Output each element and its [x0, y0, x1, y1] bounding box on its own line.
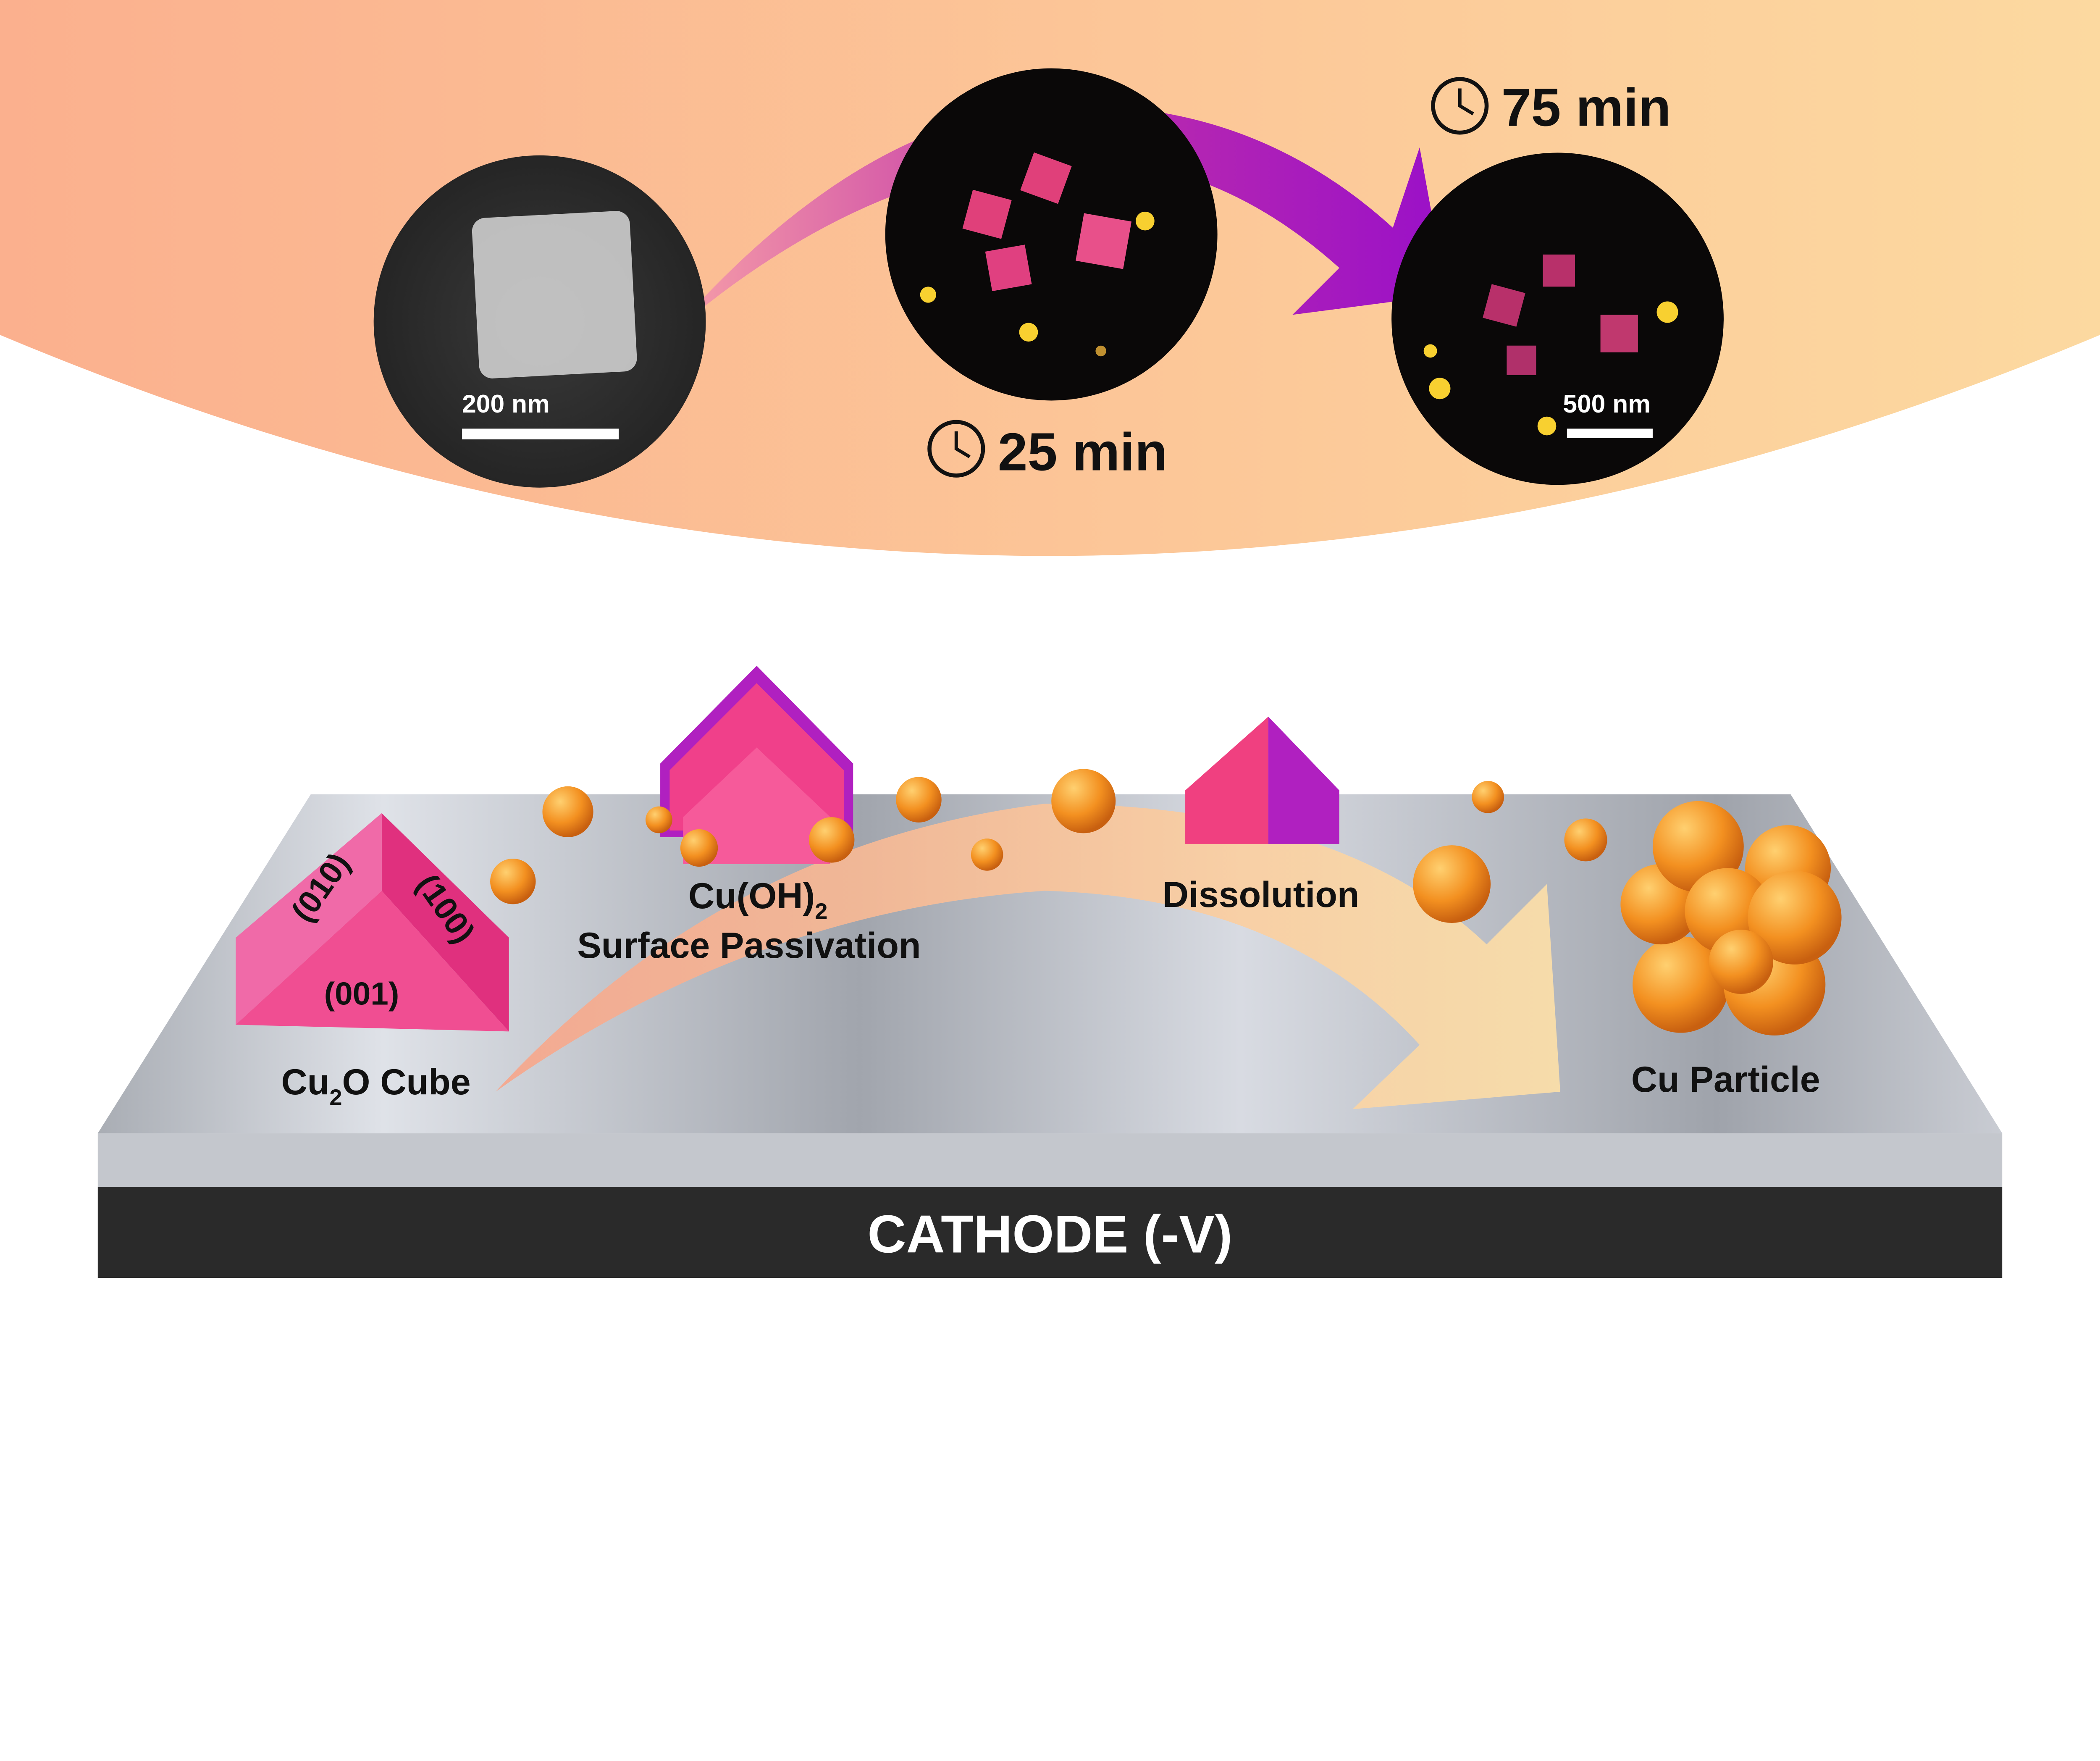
time-arrow [669, 106, 1446, 335]
passivation-label-line2: Surface Passivation [577, 925, 921, 966]
cube-label-main: Cu [281, 1062, 330, 1102]
diagram: 200 nm 500 nm 25 min 75 min CATHODE (-V) [0, 0, 2100, 1278]
cathode-bar [97, 1187, 2003, 1278]
sem-image-75min: 500 nm [1391, 152, 1724, 485]
clock-icon [1431, 77, 1489, 135]
cube-label-subscript: 2 [329, 1085, 342, 1110]
dissolution-label: Dissolution [1163, 875, 1360, 915]
passivation-main: Cu(OH) [688, 876, 815, 916]
facet-label: (001) [324, 976, 399, 1012]
time-label-75: 75 min [1502, 78, 1671, 138]
scale-bar [1567, 428, 1653, 438]
scale-bar [462, 428, 619, 439]
dissolving-cube [1185, 716, 1339, 844]
scale-bar-label: 200 nm [462, 389, 550, 418]
cathode-plate-edge [97, 1133, 2003, 1187]
cathode-label: CATHODE (-V) [867, 1204, 1232, 1264]
clock-icon [927, 420, 985, 478]
scale-bar-label: 500 nm [1563, 389, 1651, 418]
sem-image-25min [885, 68, 1218, 401]
cu-particle-label: Cu Particle [1631, 1059, 1820, 1100]
cu2o-cube-label: Cu2O Cube [281, 1062, 471, 1110]
cu2o-cube: (010) (100) (001) [236, 813, 509, 1032]
process-arrow [495, 804, 1560, 1109]
sem-image-initial: 200 nm [373, 155, 706, 488]
passivation-label: Cu(OH)2 [688, 876, 827, 924]
passivation-subscript: 2 [815, 899, 827, 924]
passivated-cube [660, 665, 853, 864]
cu-nanoparticles [490, 769, 1607, 923]
time-label-25: 25 min [998, 422, 1168, 482]
cube-label-end: O Cube [342, 1062, 471, 1102]
cu-particle-cluster [1620, 801, 1842, 1036]
